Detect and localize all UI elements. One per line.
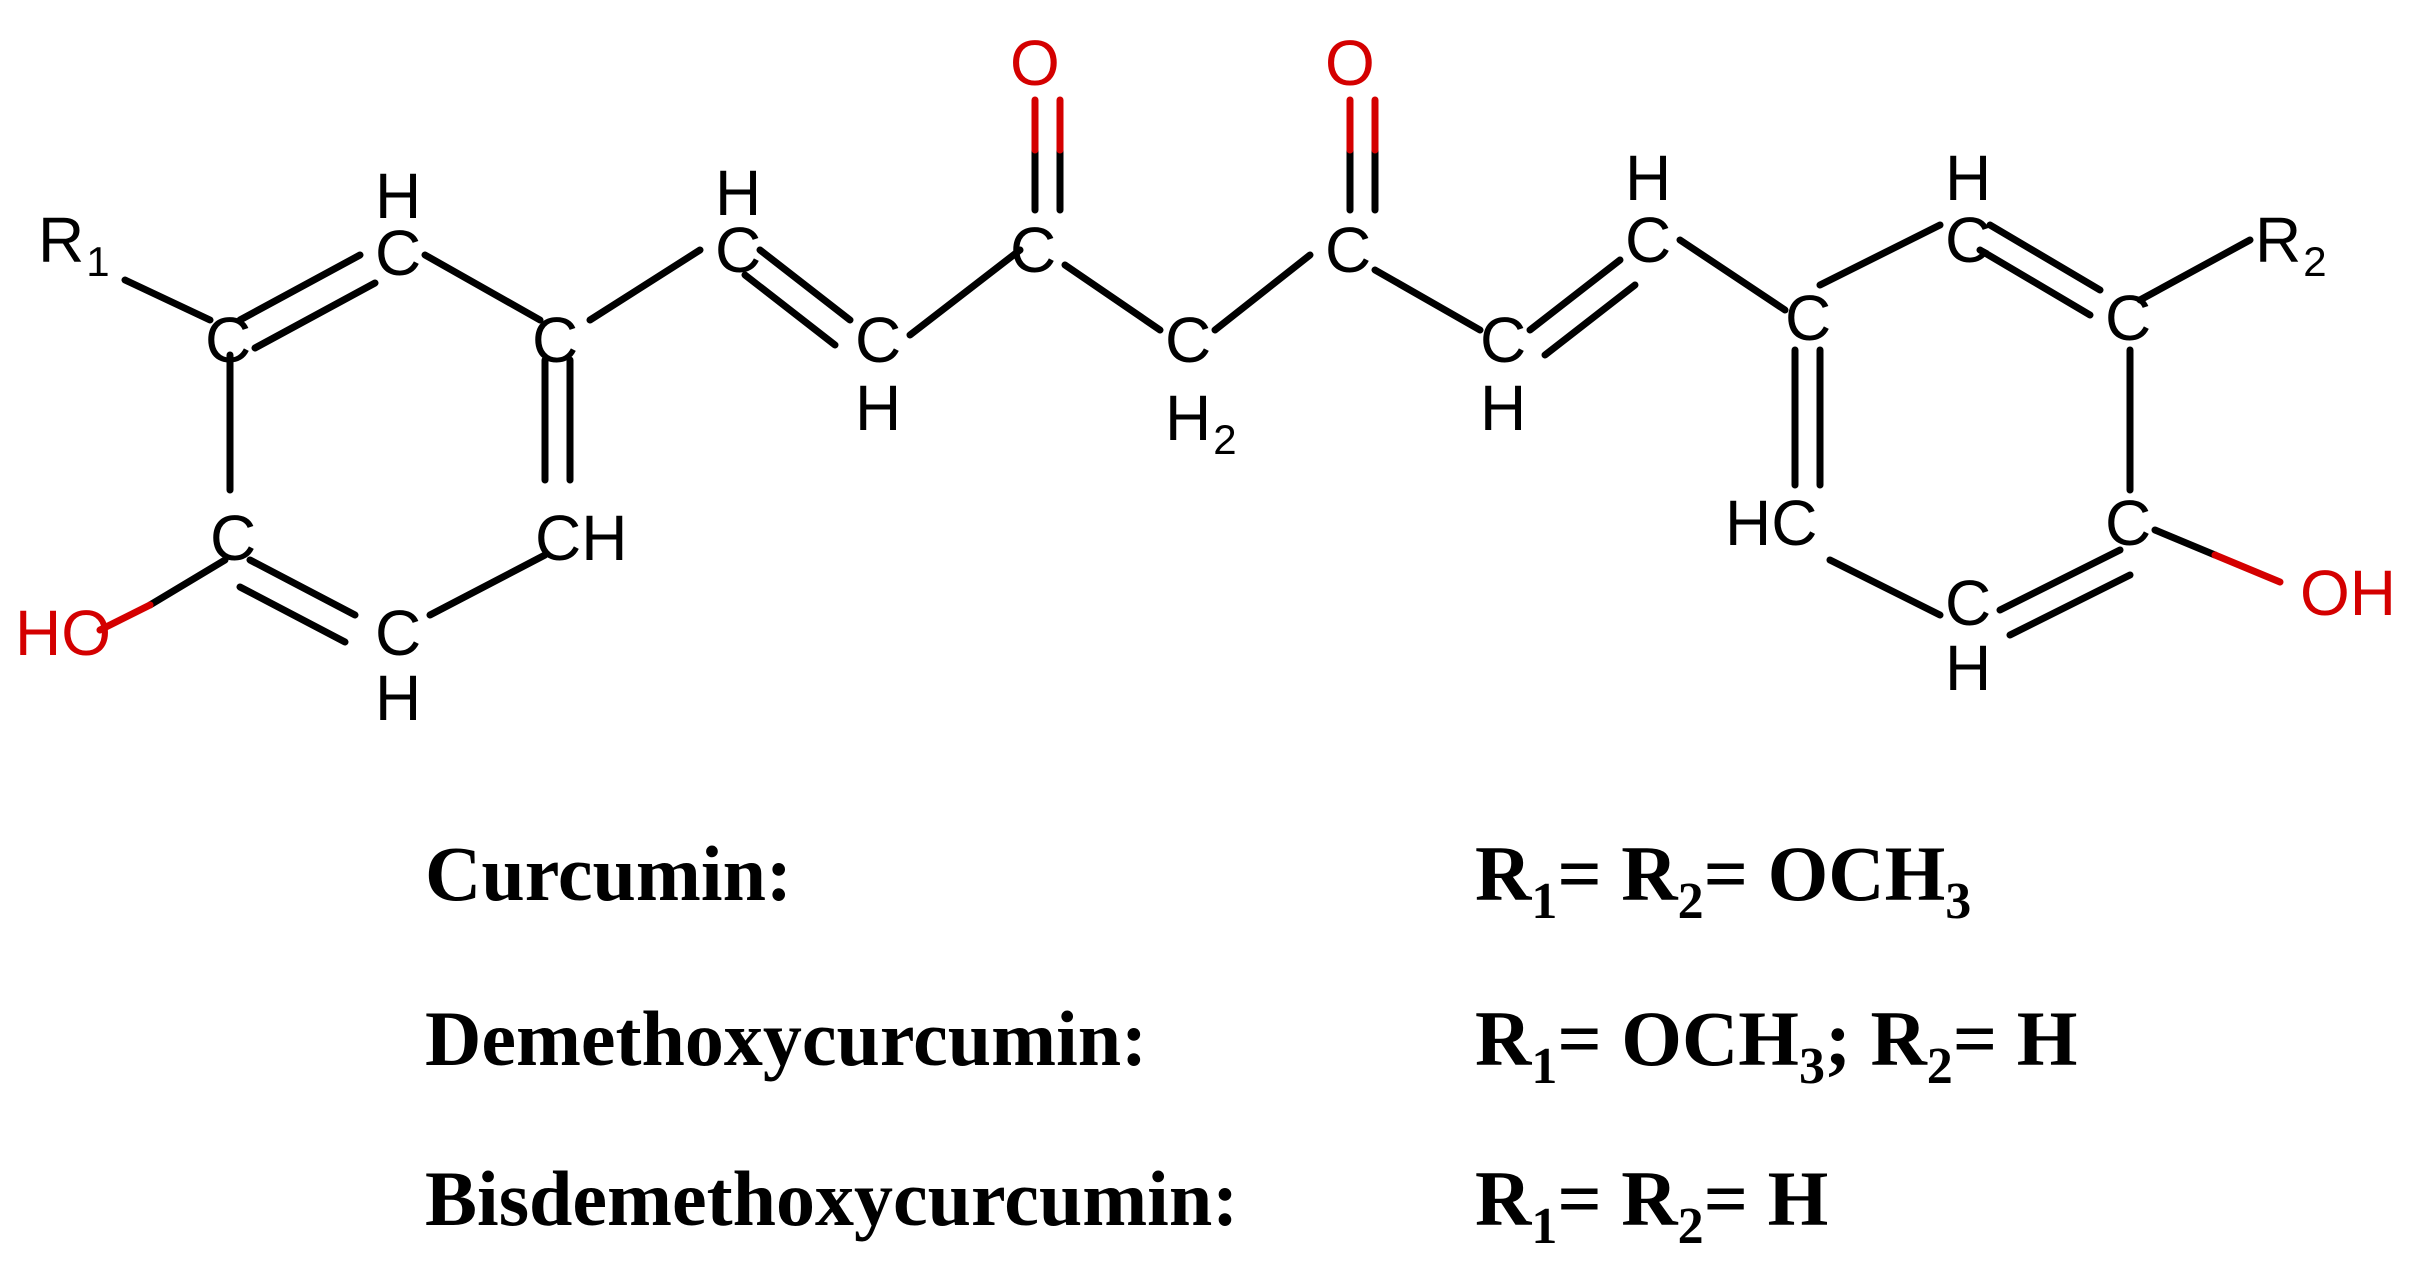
legend-compound-name: Curcumin: [425, 830, 792, 917]
bond-ring-left-6 [246, 556, 359, 619]
bond-chain-2 [756, 246, 854, 324]
formula-text: ; R [1825, 995, 1928, 1082]
bond-chain-4 [1061, 261, 1164, 334]
formula-text: = H [1953, 995, 2078, 1082]
bond-c-oh-black [2151, 526, 2219, 559]
bond-ring-right-2b [1976, 246, 2094, 319]
atom-c-ring-right-3: C [2105, 282, 2151, 354]
formula-text: R [1475, 830, 1533, 917]
atom-c-chain-4: C [1625, 204, 1671, 276]
bond-chain-6 [1371, 266, 1484, 334]
legend-formula: R1= R2= H [1475, 1155, 1828, 1255]
formula-text: = OCH [1557, 995, 1799, 1082]
atom-c-chain-1: C [715, 214, 761, 286]
bond-ho-c-black [146, 556, 229, 609]
atom-c-ring-left-2: C [375, 217, 421, 289]
atom-r1-subscript: 1 [86, 238, 109, 285]
formula-subscript: 3 [1945, 873, 1971, 930]
formula-text: = R [1557, 830, 1679, 917]
formula-text: R [1475, 1155, 1533, 1242]
bond-ring-right-1 [1816, 221, 1944, 289]
atom-h-chain-2-bottom: H [855, 372, 901, 444]
atom-h-ring-right-top: H [1945, 142, 1991, 214]
bond-chain-7 [1526, 256, 1624, 334]
atom-h2-methylene-subscript: 2 [1213, 416, 1236, 463]
legend-formula: R1= R2= OCH3 [1475, 830, 1971, 930]
atom-ch-ring-left: CH [535, 502, 627, 574]
formula-subscript: 3 [1799, 1038, 1825, 1095]
atom-o-right: O [1325, 27, 1375, 99]
atom-c-ring-left-4: C [210, 502, 256, 574]
atom-c-chain-2: C [855, 304, 901, 376]
bond-chain-7b [1541, 281, 1639, 359]
atom-h-ring-left-bottom: H [375, 662, 421, 734]
legend-formula: R1= OCH3; R2= H [1475, 995, 2077, 1095]
compound-legend: Curcumin:R1= R2= OCH3Demethoxycurcumin:R… [425, 830, 2077, 1255]
formula-text: R [1475, 995, 1533, 1082]
bond-chain-5 [1211, 251, 1314, 334]
bond-ring-left-3 [421, 251, 544, 324]
bond-ring-right-2 [1986, 221, 2104, 294]
atom-h-chain-3-bottom: H [1480, 372, 1526, 444]
atom-c-ring-right-5: C [1945, 567, 1991, 639]
formula-text: = R [1557, 1155, 1679, 1242]
atom-o-left: O [1010, 27, 1060, 99]
atom-hc-ring-right: HC [1725, 487, 1817, 559]
atom-c-ring-left-3: C [532, 304, 578, 376]
atom-c-ring-left-1: C [205, 304, 251, 376]
atom-h-chain-4-top: H [1625, 142, 1671, 214]
formula-subscript: 2 [1678, 873, 1704, 930]
bond-chain-8 [1676, 236, 1789, 314]
bond-ho-c-red [96, 601, 154, 634]
atom-c-ring-right-1: C [1785, 282, 1831, 354]
formula-text: = H [1704, 1155, 1829, 1242]
bond-ring-right-4 [1996, 546, 2124, 614]
bond-ring-left-2b [251, 279, 379, 352]
atom-c-chain-3: C [1480, 304, 1526, 376]
bond-c-oh-red [2211, 551, 2284, 586]
atom-c-carbonyl-left: C [1010, 214, 1056, 286]
atom-ho-left: HO [15, 597, 111, 669]
legend-compound-name: Demethoxycurcumin: [425, 995, 1147, 1082]
atom-r1: R [38, 204, 84, 276]
atom-h-ring-right-bottom: H [1945, 632, 1991, 704]
bond-ring-right-4b [2006, 571, 2134, 639]
atom-c-methylene: C [1165, 304, 1211, 376]
formula-subscript: 2 [1927, 1038, 1953, 1095]
atom-h-ring-left-top: H [375, 160, 421, 232]
bond-lines [96, 96, 2284, 646]
bond-chain-3 [906, 246, 1024, 339]
bond-chain-1 [586, 246, 704, 324]
formula-subscript: 1 [1531, 1038, 1557, 1095]
atom-c-ring-left-5: C [375, 597, 421, 669]
atom-c-ring-right-2: C [1945, 204, 1991, 276]
legend-compound-name: Bisdemethoxycurcumin: [425, 1155, 1238, 1242]
atom-c-ring-right-4: C [2105, 487, 2151, 559]
formula-subscript: 1 [1531, 1198, 1557, 1255]
atom-r2: R [2255, 204, 2301, 276]
bond-ring-left-6b [236, 583, 349, 646]
formula-text: = OCH [1704, 830, 1946, 917]
formula-subscript: 1 [1531, 873, 1557, 930]
atom-h2-methylene: H [1165, 382, 1211, 454]
atom-c-carbonyl-right: C [1325, 214, 1371, 286]
atom-h-chain-1-top: H [715, 157, 761, 229]
bond-ring-right-5 [1826, 556, 1944, 619]
formula-subscript: 2 [1678, 1198, 1704, 1255]
atom-r2-subscript: 2 [2303, 238, 2326, 285]
bond-r1-c [121, 276, 214, 324]
bond-ring-left-5 [426, 551, 549, 619]
atom-oh-right: OH [2300, 557, 2396, 629]
bond-chain-2b [741, 271, 839, 349]
bond-ring-left-2 [236, 251, 364, 324]
bond-ring-right-r2 [2136, 236, 2254, 304]
